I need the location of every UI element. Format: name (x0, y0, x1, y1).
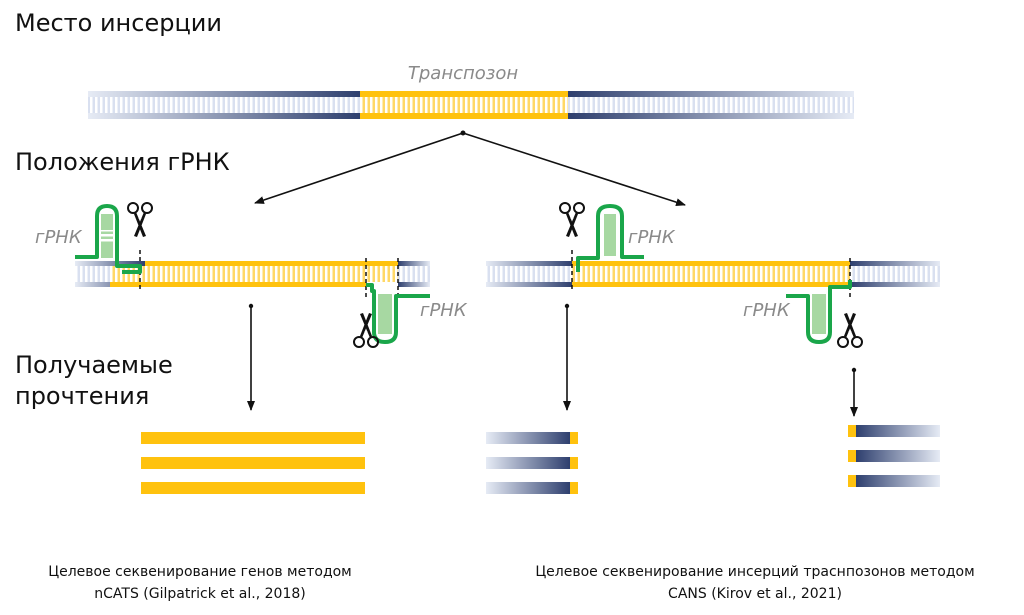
arrow-to-left-panel (254, 132, 464, 204)
grna-label-left-2: гРНК (420, 300, 468, 321)
heading-insertion-site: Место инсерции (15, 9, 222, 37)
grna-label-right-2: гРНК (743, 300, 791, 321)
read-bar (856, 425, 940, 437)
scissors-icon (559, 202, 585, 238)
scissors-icon (127, 202, 153, 238)
right-grna-top (576, 204, 644, 272)
grna-label-left-1: гРНК (35, 227, 83, 248)
grna-label-right-1: гРНК (628, 227, 676, 248)
heading-grna-positions: Положения гРНК (15, 148, 230, 176)
caption-right-line2: CANS (Kirov et al., 2021) (668, 586, 842, 602)
read-bar (486, 457, 570, 469)
top-dna-molecule (88, 91, 854, 119)
read-bar (856, 450, 940, 462)
arrow-to-right-panel (462, 132, 686, 207)
heading-resulting-reads-2: прочтения (15, 382, 149, 410)
transposon-label: Транспозон (408, 63, 518, 84)
heading-resulting-reads-1: Получаемые (15, 351, 173, 379)
left-grna-top (75, 204, 142, 274)
caption-left-line1: Целевое секвенирование генов методом (48, 564, 352, 580)
caption-right-line1: Целевое секвенирование инсерций траснпоз… (535, 564, 974, 580)
read-bar (486, 432, 570, 444)
left-grna-bottom (366, 283, 430, 344)
reads-cans-right (848, 425, 940, 487)
right-grna-bottom (786, 280, 852, 344)
right-dna-molecule (486, 250, 940, 300)
scissors-icon (837, 312, 863, 348)
read-bar (141, 457, 365, 469)
reads-cans-left (486, 432, 578, 494)
read-bar (486, 482, 570, 494)
left-dna-molecule (75, 250, 430, 300)
caption-left-line2: nCATS (Gilpatrick et al., 2018) (94, 586, 305, 602)
reads-ncats (141, 432, 365, 494)
read-bar (856, 475, 940, 487)
read-bar (141, 482, 365, 494)
read-bar (141, 432, 365, 444)
